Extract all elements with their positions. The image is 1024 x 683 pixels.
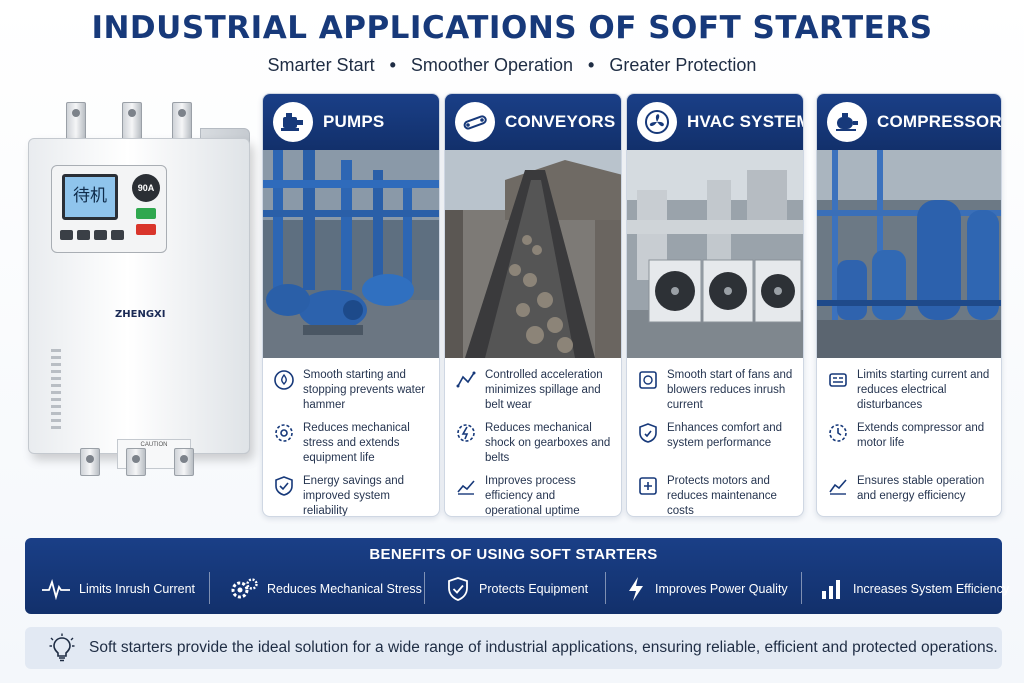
card-pumps: PUMPS Smooth starting and stopping preve… — [262, 93, 440, 517]
shield-icon — [275, 476, 293, 496]
brand-logo: ZHENGXI — [115, 309, 166, 320]
benefit-item: Protects Equipment — [445, 574, 588, 604]
list-item: Smooth start of fans and blowers reduces… — [637, 368, 795, 421]
bar-chart-icon — [822, 580, 840, 599]
list-item: Enhances comfort and system performance — [637, 421, 795, 474]
stop-button — [136, 224, 156, 235]
card-header: CONVEYORS — [445, 94, 621, 150]
terminal — [172, 102, 192, 142]
divider — [605, 572, 606, 604]
gear-icon — [275, 424, 293, 442]
list-item: Limits starting current and reduces elec… — [827, 368, 993, 421]
water-drop-icon — [274, 370, 294, 390]
compressor-icon — [827, 102, 867, 142]
gears-icon — [231, 578, 258, 599]
page-title: INDUSTRIAL APPLICATIONS OF SOFT STARTERS — [91, 10, 933, 46]
start-button — [136, 208, 156, 219]
tagline-item: Smarter Start — [267, 55, 375, 75]
card-title: COMPRESSORS — [877, 112, 1002, 131]
efficiency-icon — [829, 479, 847, 495]
benefit-item: Reduces Mechanical Stress — [229, 574, 422, 604]
card-title: PUMPS — [323, 112, 385, 131]
soft-starter-device: 待机 90A ZHENGXI CAUTION — [14, 98, 260, 488]
benefits-title: BENEFITS OF USING SOFT STARTERS — [369, 546, 658, 563]
tagline-separator: • — [588, 55, 595, 75]
list-item: Smooth starting and stopping prevents wa… — [273, 368, 431, 421]
terminal — [122, 102, 142, 142]
tagline-item: Greater Protection — [609, 55, 757, 75]
pump-icon — [273, 102, 313, 142]
lightning-icon — [629, 577, 643, 601]
card-title: HVAC SYSTEMS — [687, 112, 803, 131]
card-header: HVAC SYSTEMS — [627, 94, 803, 150]
footer-note: Soft starters provide the ideal solution… — [25, 627, 1002, 669]
benefit-item: Increases System Efficiency — [819, 574, 1009, 604]
card-compressors: COMPRESSORS Limits starting current and … — [816, 93, 1002, 517]
keypad — [60, 230, 124, 240]
card-conveyors: CONVEYORS Controlled acceleration minimi… — [444, 93, 622, 517]
list-item: Protects motors and reduces maintenance … — [637, 474, 795, 516]
vent-slots — [51, 349, 61, 429]
list-item: Controlled acceleration minimizes spilla… — [455, 368, 613, 421]
conveyor-icon — [455, 102, 495, 142]
rating-badge: 90A — [132, 174, 160, 202]
divider — [209, 572, 210, 604]
terminal — [66, 102, 86, 142]
shield-check-icon — [448, 577, 468, 601]
conveyors-photo — [445, 150, 621, 358]
divider — [424, 572, 425, 604]
terminal — [174, 448, 194, 476]
tagline-item: Smoother Operation — [410, 55, 574, 75]
list-item: Ensures stable operation and energy effi… — [827, 474, 993, 516]
list-item: Energy savings and improved system relia… — [273, 474, 431, 516]
motor-life-icon — [829, 424, 847, 442]
card-header: PUMPS — [263, 94, 439, 150]
current-limit-icon — [829, 373, 847, 387]
benefit-item: Improves Power Quality — [625, 574, 788, 604]
list-item: Extends compressor and motor life — [827, 421, 993, 474]
list-item: Improves process efficiency and operatio… — [455, 474, 613, 516]
shock-icon — [457, 424, 475, 442]
display-screen: 待机 — [62, 174, 118, 220]
hvac-photo — [627, 150, 803, 358]
compressors-photo — [817, 150, 1001, 358]
acceleration-icon — [456, 371, 476, 388]
maintenance-icon — [639, 477, 657, 495]
waveform-icon — [42, 579, 70, 600]
terminal — [126, 448, 146, 476]
list-item: Reduces mechanical stress and extends eq… — [273, 421, 431, 474]
fan-small-icon — [639, 371, 657, 389]
divider — [801, 572, 802, 604]
terminal — [80, 448, 100, 476]
device-body: 待机 90A ZHENGXI CAUTION — [28, 138, 250, 469]
tagline: Smarter Start • Smoother Operation • Gre… — [0, 55, 1024, 76]
control-panel: 待机 90A — [51, 165, 167, 253]
comfort-icon — [639, 423, 657, 443]
benefit-item: Limits Inrush Current — [41, 574, 195, 604]
card-header: COMPRESSORS — [817, 94, 1001, 150]
trend-icon — [457, 480, 475, 495]
fan-icon — [637, 102, 677, 142]
benefits-banner: BENEFITS OF USING SOFT STARTERS Limits I… — [25, 538, 1009, 614]
tagline-separator: • — [389, 55, 396, 75]
lightbulb-icon — [49, 633, 75, 662]
card-hvac-systems: HVAC SYSTEMS Smooth start of fans and bl… — [626, 93, 804, 517]
pumps-photo — [263, 150, 439, 358]
list-item: Reduces mechanical shock on gearboxes an… — [455, 421, 613, 474]
card-title: CONVEYORS — [505, 112, 616, 131]
footer-text: Soft starters provide the ideal solution… — [89, 639, 998, 656]
